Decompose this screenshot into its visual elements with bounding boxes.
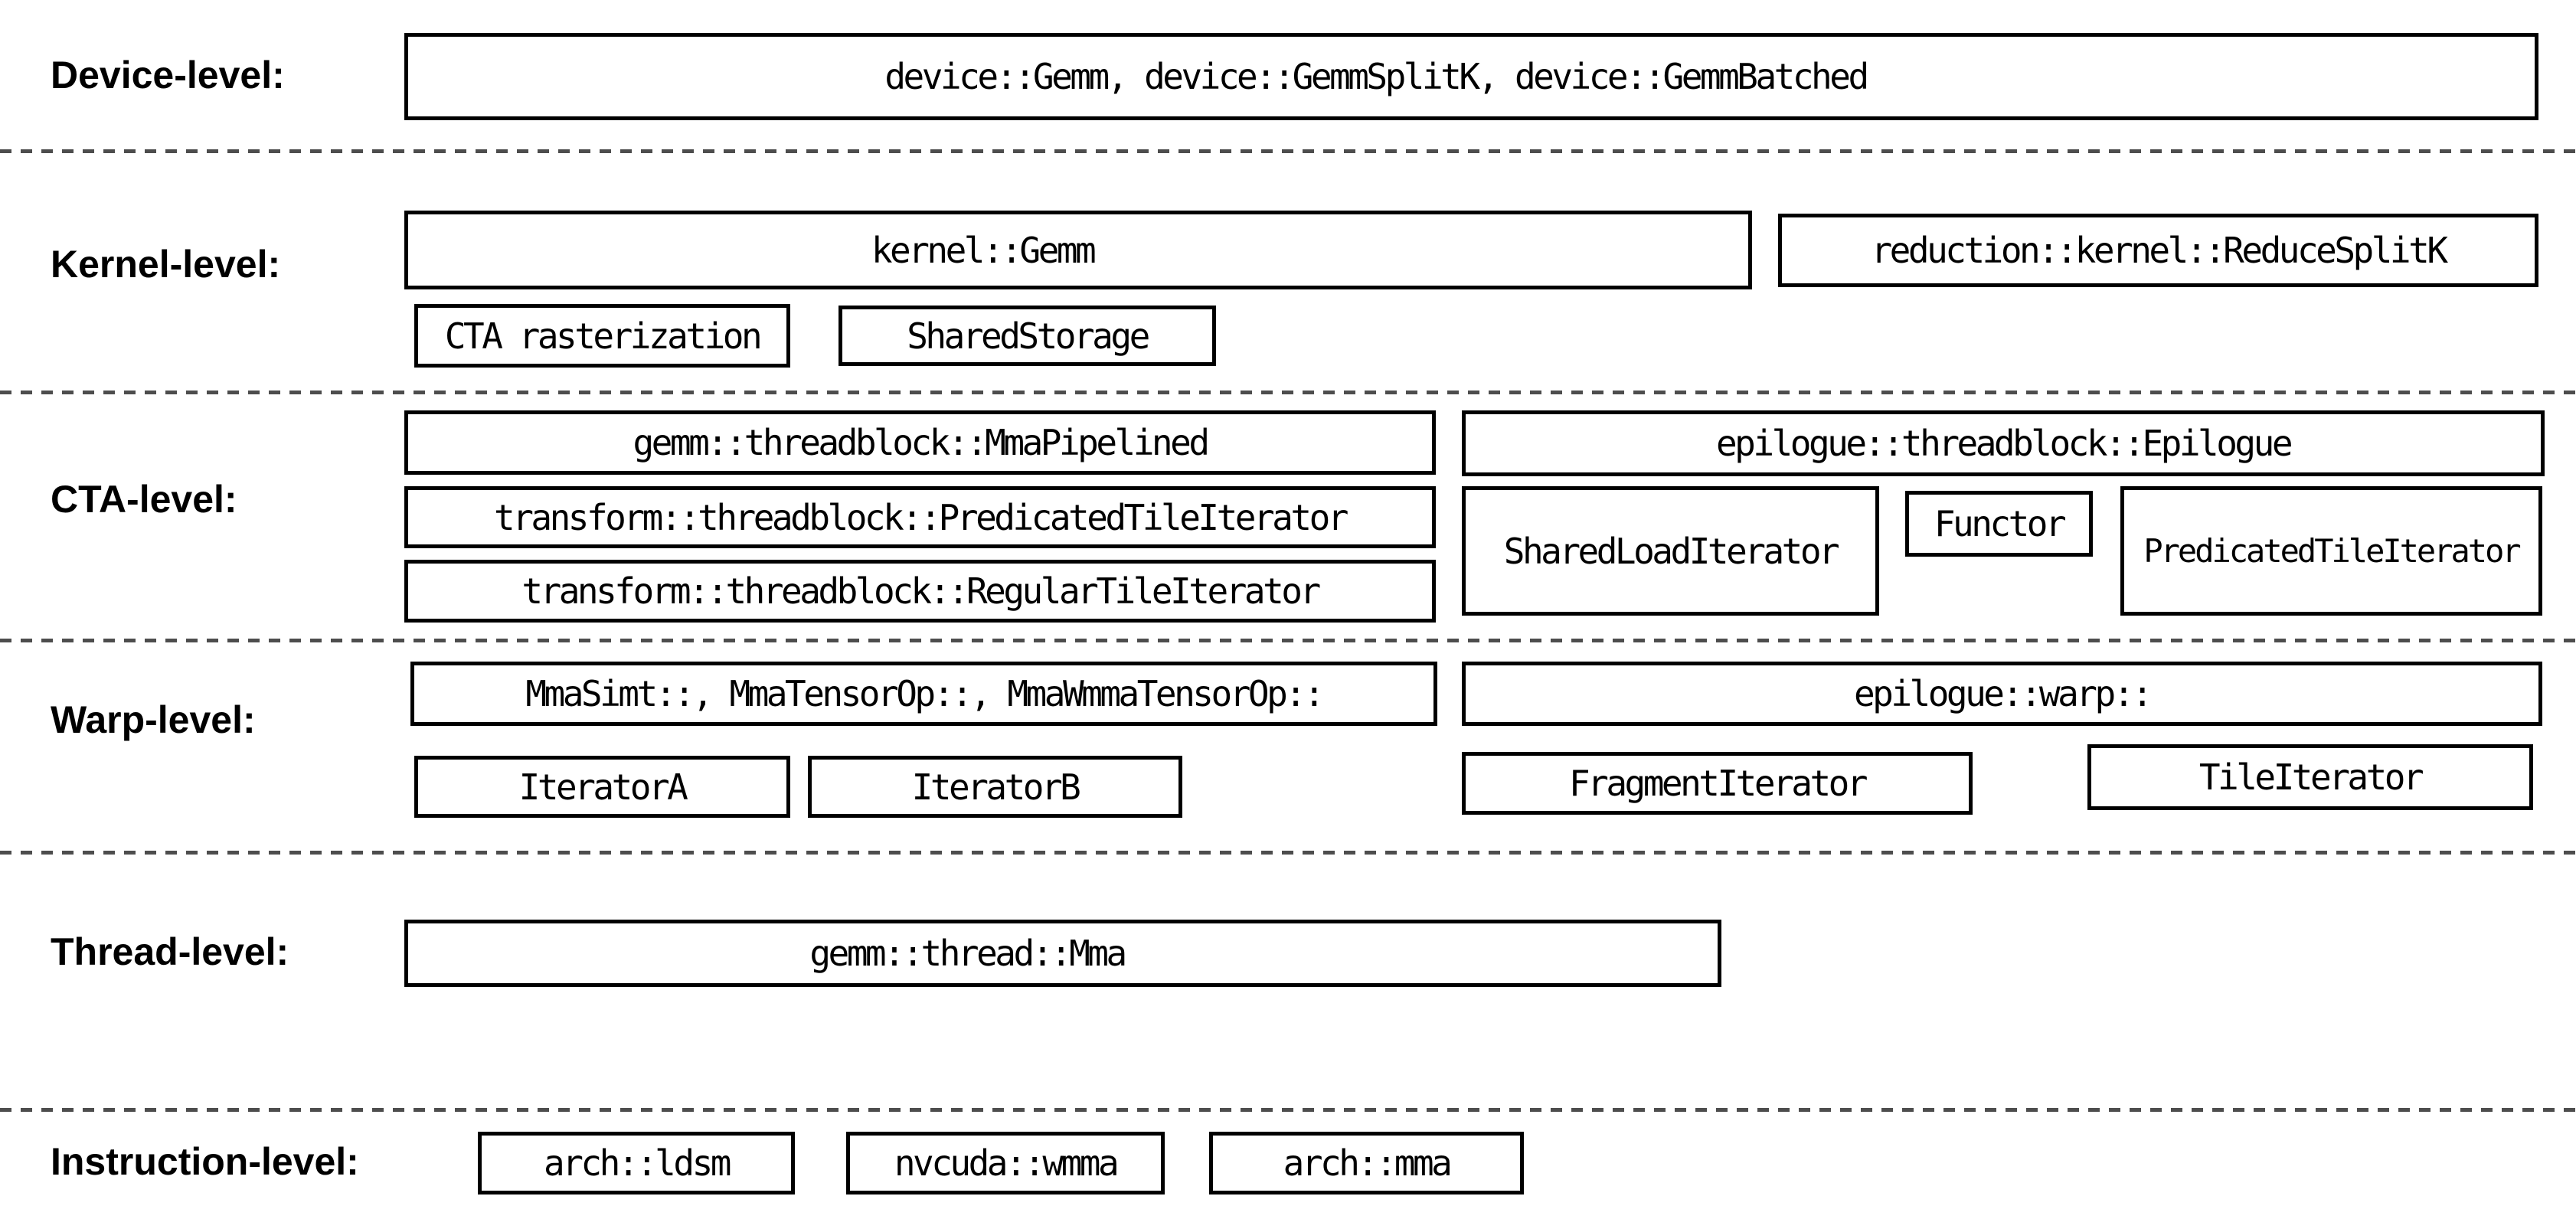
level-label-kernel: Kernel-level:	[51, 243, 281, 286]
box-mma-pipelined: gemm::threadblock::MmaPipelined	[404, 410, 1436, 475]
box-epilogue-warp: epilogue::warp::	[1462, 662, 2542, 726]
separator-cta-warp	[0, 639, 2576, 642]
box-tile-iterator: TileIterator	[2087, 744, 2533, 810]
box-regular-tile-iterator: transform::threadblock::RegularTileItera…	[404, 560, 1436, 623]
box-thread-mma: gemm::thread::Mma	[404, 920, 1721, 987]
box-shared-storage: SharedStorage	[839, 306, 1216, 366]
box-functor: Functor	[1905, 491, 2093, 557]
separator-thread-instruction	[0, 1108, 2576, 1112]
box-arch-ldsm: arch::ldsm	[478, 1132, 795, 1194]
level-label-instruction: Instruction-level:	[51, 1140, 359, 1183]
box-shared-load-iterator: SharedLoadIterator	[1462, 486, 1879, 616]
separator-device-kernel	[0, 149, 2576, 153]
box-iterator-a: IteratorA	[414, 756, 790, 818]
level-label-device: Device-level:	[51, 54, 285, 96]
separator-kernel-cta	[0, 391, 2576, 394]
box-reduce-splitk: reduction::kernel::ReduceSplitK	[1778, 214, 2538, 287]
box-fragment-iterator: FragmentIterator	[1462, 752, 1973, 815]
level-label-cta: CTA-level:	[51, 478, 237, 521]
box-warp-mma-variants: MmaSimt::, MmaTensorOp::, MmaWmmaTensorO…	[410, 662, 1437, 726]
level-label-thread: Thread-level:	[51, 930, 289, 973]
separator-warp-thread	[0, 851, 2576, 855]
box-predicated-tile-iterator-transform: transform::threadblock::PredicatedTileIt…	[404, 486, 1436, 548]
box-device-gemm: device::Gemm, device::GemmSplitK, device…	[404, 33, 2538, 120]
box-iterator-b: IteratorB	[808, 756, 1182, 818]
level-label-warp: Warp-level:	[51, 698, 256, 741]
box-kernel-gemm: kernel::Gemm	[404, 211, 1752, 289]
box-cta-rasterization: CTA rasterization	[414, 304, 790, 368]
box-nvcuda-wmma: nvcuda::wmma	[846, 1132, 1165, 1194]
box-arch-mma: arch::mma	[1209, 1132, 1524, 1194]
box-predicated-tile-iterator-epilogue: PredicatedTileIterator	[2120, 486, 2542, 616]
box-epilogue-threadblock: epilogue::threadblock::Epilogue	[1462, 410, 2545, 476]
